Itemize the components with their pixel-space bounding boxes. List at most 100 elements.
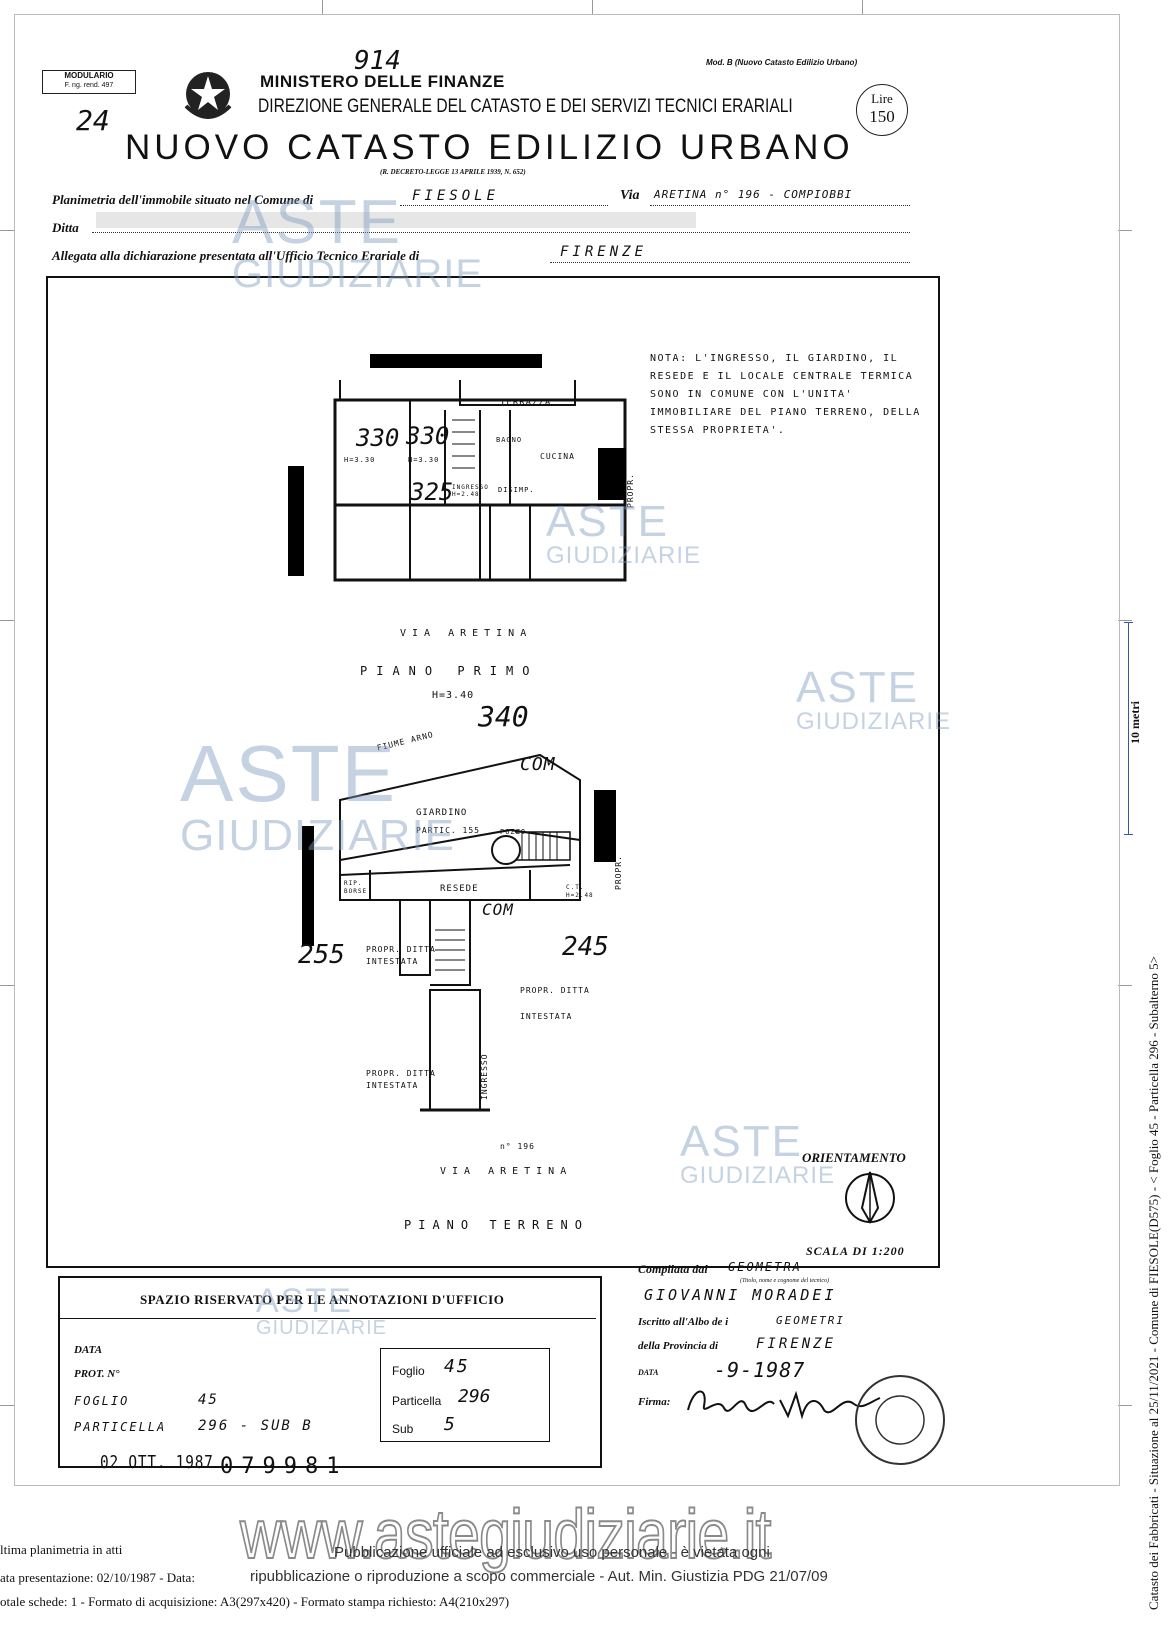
scale-bar-label: 10 metri bbox=[1128, 701, 1142, 744]
watermark: ASTE GIUDIZIARIE bbox=[680, 1117, 836, 1189]
office-title-line bbox=[60, 1318, 596, 1319]
watermark: ASTE GIUDIZIARIE bbox=[180, 729, 456, 860]
comune-line bbox=[400, 205, 608, 206]
document-title: NUOVO CATASTO EDILIZIO URBANO bbox=[125, 128, 854, 167]
civico-label: n° 196 bbox=[500, 1142, 535, 1151]
watermark: ASTE GIUDIZIARIE bbox=[546, 497, 702, 569]
box-foglio-label: Foglio bbox=[392, 1364, 425, 1378]
plan-box bbox=[46, 276, 940, 1268]
model-label: Mod. B (Nuovo Catasto Edilizio Urbano) bbox=[706, 58, 858, 67]
foglio-value: 45 bbox=[198, 1392, 219, 1408]
giardino-label: GIARDINO bbox=[416, 808, 468, 818]
redaction-bar bbox=[598, 448, 626, 500]
piano-terreno-label: PIANO TERRENO bbox=[404, 1218, 589, 1232]
office-title: SPAZIO RISERVATO PER LE ANNOTAZIONI D'UF… bbox=[140, 1292, 505, 1307]
cucina-label: CUCINA bbox=[540, 452, 575, 461]
watermark-site: www.astegiudiziarie.it bbox=[239, 1494, 772, 1574]
via-value: ARETINA n° 196 - COMPIOBBI bbox=[654, 188, 853, 201]
watermark: ASTE GIUDIZIARIE bbox=[232, 188, 484, 296]
iscritto-label: Iscritto all'Albo de i bbox=[638, 1316, 729, 1328]
stamp-number: 079981 bbox=[220, 1454, 348, 1479]
compiler-name: GIOVANNI MORADEI bbox=[644, 1286, 837, 1304]
provincia-value: FIRENZE bbox=[756, 1336, 837, 1352]
firma-label: Firma: bbox=[638, 1396, 671, 1408]
compilata-value: GEOMETRA bbox=[728, 1260, 802, 1274]
particella-value: 296 - SUB B bbox=[198, 1418, 313, 1434]
ripostiglio-label: RIP. BORSE bbox=[344, 880, 368, 895]
propr-ditta-1: PROPR. DITTA INTESTATA bbox=[366, 945, 436, 966]
decree-label: (R. DECRETO-LEGGE 13 APRILE 1939, N. 652… bbox=[380, 168, 526, 176]
box-particella-label: Particella bbox=[392, 1394, 442, 1408]
resede-label: RESEDE bbox=[440, 884, 479, 894]
north-arrow-icon bbox=[842, 1168, 898, 1233]
partic-label: PARTIC. 155 bbox=[416, 826, 480, 835]
allegata-value: FIRENZE bbox=[560, 244, 648, 260]
side-vertical-caption: Catasto dei Fabbricati - Situazione al 2… bbox=[1146, 956, 1161, 1610]
box-sub-value: 5 bbox=[444, 1414, 457, 1435]
footer-pubblicazione: Pubblicazione ufficiale ad esclusivo uso… bbox=[334, 1544, 770, 1561]
num-325: 325 bbox=[410, 478, 454, 506]
com-mid-label: COM bbox=[482, 900, 514, 919]
stamp-date: 02 OTT. 1987 bbox=[100, 1452, 214, 1473]
ct-label: C.T. H=2.48 bbox=[566, 884, 594, 899]
propr-right-label: PROPR. bbox=[614, 855, 623, 890]
box-foglio-value: 45 bbox=[444, 1356, 470, 1377]
h-left-label: H=3.30 bbox=[344, 456, 376, 464]
allegata-line bbox=[550, 262, 910, 263]
watermark: ASTE GIUDIZIARIE bbox=[796, 663, 952, 735]
ground-floor-plan bbox=[339, 753, 581, 1112]
bagno-label: BAGNO bbox=[496, 436, 523, 444]
ingresso-vertical: INGRESSO bbox=[480, 1053, 489, 1100]
allegata-label: Allegata alla dichiarazione presentata a… bbox=[52, 248, 420, 263]
com-top-label: COM bbox=[520, 754, 556, 775]
provincia-label: della Provincia di bbox=[638, 1340, 719, 1352]
num-245: 245 bbox=[562, 932, 609, 962]
footer-ripubblicazione: ripubblicazione o riproduzione a scopo c… bbox=[250, 1568, 828, 1585]
num-340: 340 bbox=[478, 700, 529, 733]
scale-bar bbox=[1128, 622, 1129, 834]
foglio-label: FOGLIO bbox=[74, 1394, 130, 1408]
scale-bar-cap-top bbox=[1124, 622, 1133, 623]
comune-value: FIESOLE bbox=[412, 188, 500, 204]
scale-label: SCALA DI 1:200 bbox=[806, 1244, 905, 1258]
first-floor-plan bbox=[333, 380, 627, 582]
disimp-label: DISIMP. bbox=[498, 486, 535, 494]
piano-primo-label: PIANO PRIMO bbox=[360, 664, 539, 678]
data-label: DATA bbox=[74, 1344, 103, 1356]
handwritten-sheet: 24 bbox=[76, 104, 110, 137]
compiler-data-label: DATA bbox=[638, 1368, 659, 1377]
republic-emblem bbox=[180, 66, 236, 126]
h-primo-label: H=3.40 bbox=[432, 690, 475, 701]
signature-icon bbox=[684, 1376, 884, 1431]
prot-label: PROT. N° bbox=[74, 1368, 120, 1380]
direction-title: DIREZIONE GENERALE DEL CATASTO E DEI SER… bbox=[258, 96, 793, 117]
compilata-label: Compilata dal bbox=[638, 1262, 708, 1276]
via-aretina-top: VIA ARETINA bbox=[400, 628, 533, 639]
modulario-sub: F. ng. rend. 497 bbox=[64, 82, 114, 89]
redaction-bar bbox=[594, 790, 616, 862]
modulario-box: MODULARIO F. ng. rend. 497 bbox=[42, 70, 136, 94]
handwritten-number: 914 bbox=[354, 46, 401, 76]
pozzo-label: POZZO bbox=[500, 828, 527, 836]
professional-seal-icon bbox=[852, 1372, 948, 1473]
watermark: ASTE GIUDIZIARIE bbox=[256, 1282, 388, 1339]
scale-bar-cap-bottom bbox=[1124, 834, 1133, 835]
ingresso-label: INGRESSO H=2.48 bbox=[452, 484, 489, 498]
compiler-data-value: -9-1987 bbox=[714, 1358, 806, 1382]
via-aretina-bottom: VIA ARETINA bbox=[440, 1166, 573, 1177]
price-stamp: Lire 150 bbox=[856, 84, 908, 136]
iscritto-value: GEOMETRI bbox=[776, 1314, 845, 1327]
modulario-label: MODULARIO bbox=[64, 71, 114, 80]
ditta-line bbox=[92, 232, 910, 233]
price-label: Lire bbox=[871, 91, 893, 106]
h-right-label: H=3.30 bbox=[408, 456, 440, 464]
note-text: NOTA: L'INGRESSO, IL GIARDINO, IL RESEDE… bbox=[650, 353, 921, 436]
redaction-bar bbox=[302, 826, 314, 946]
ditta-redacted bbox=[96, 212, 696, 228]
ministry-title: MINISTERO DELLE FINANZE bbox=[260, 72, 505, 91]
num-255: 255 bbox=[298, 940, 345, 970]
propr-ditta-2: PROPR. DITTA INTESTATA bbox=[520, 986, 590, 1021]
propr-ditta-3: PROPR. DITTA INTESTATA bbox=[366, 1069, 436, 1090]
num-330-right: 330 bbox=[406, 422, 450, 450]
redaction-bar bbox=[288, 466, 304, 576]
